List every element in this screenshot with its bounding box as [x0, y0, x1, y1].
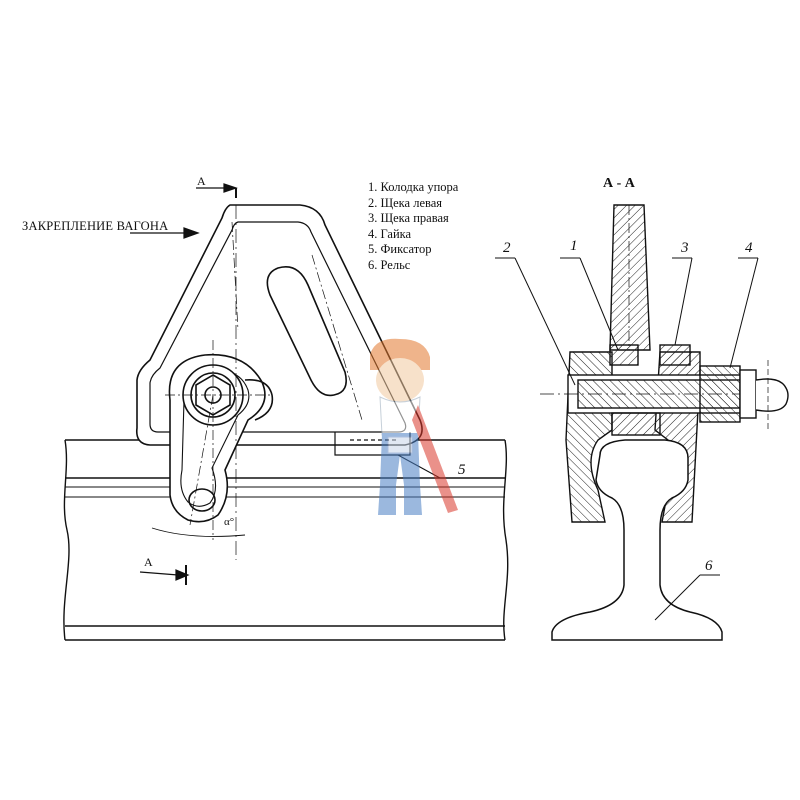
- direction-arrow: [130, 227, 200, 239]
- callout-4: 4: [745, 240, 753, 256]
- parts-legend: 1. Колодка упора 2. Щека левая 3. Щека п…: [368, 180, 458, 274]
- section-marker-bottom: А: [144, 555, 153, 569]
- legend-item: 2. Щека левая: [368, 195, 443, 210]
- direction-label: ЗАКРЕПЛЕНИЕ ВАГОНА: [22, 219, 169, 233]
- callout-3: 3: [681, 240, 689, 256]
- section-title: А - А: [603, 176, 635, 191]
- rail-section: [551, 439, 723, 641]
- legend-item: 6. Рельс: [368, 257, 411, 272]
- fixator-lever: [151, 340, 274, 540]
- legend-item: 5. Фиксатор: [368, 242, 432, 257]
- legend-item: 4. Гайка: [368, 226, 412, 241]
- legend-item: 3. Щека правая: [368, 211, 449, 226]
- rail-side-view: [63, 439, 509, 641]
- callout-2: 2: [503, 240, 511, 256]
- callout-1: 1: [570, 238, 578, 254]
- mascot-watermark: [370, 338, 458, 515]
- section-marker-top: А: [197, 174, 206, 188]
- callout-5: 5: [458, 462, 466, 478]
- angle-label: α°: [224, 516, 235, 528]
- section-callouts: [495, 257, 759, 621]
- legend-item: 1. Колодка упора: [368, 180, 459, 194]
- section-marks: [139, 183, 238, 585]
- callout-6: 6: [705, 558, 713, 574]
